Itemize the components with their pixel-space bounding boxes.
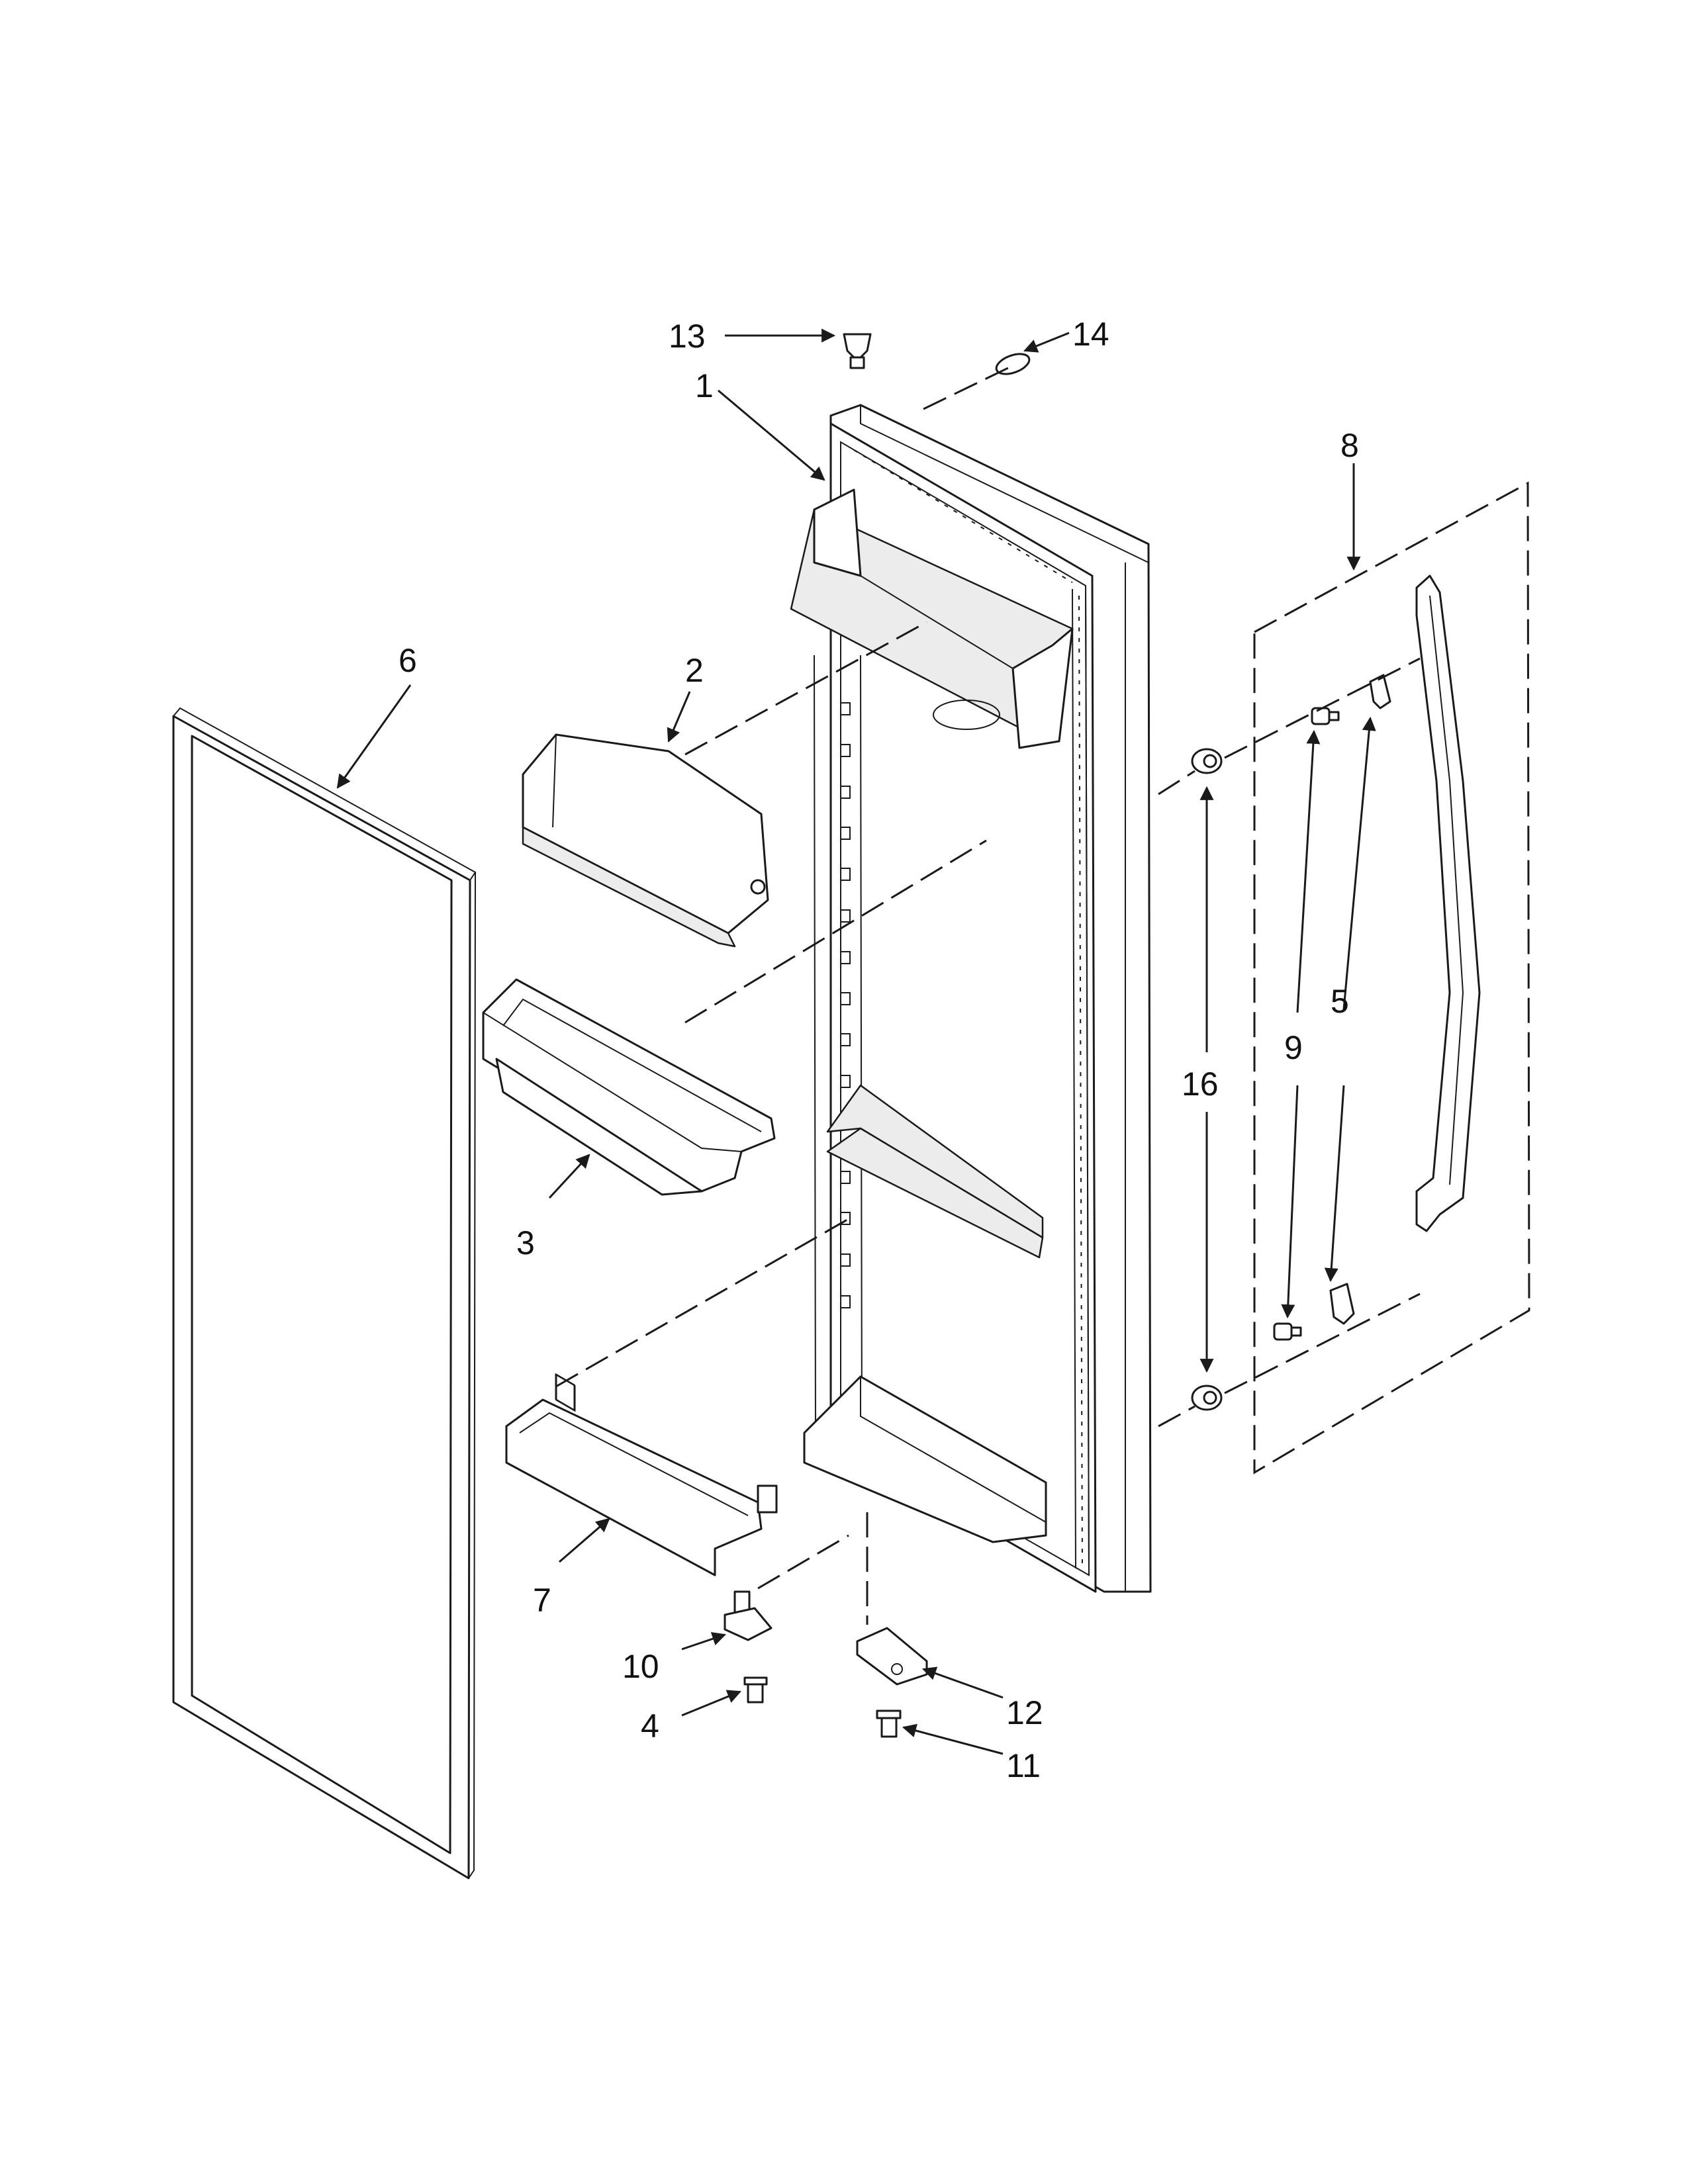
callout-9: 9	[1284, 1029, 1303, 1066]
handle-clip-bottom-part	[1329, 1283, 1355, 1325]
screw-4-part	[743, 1676, 768, 1704]
top-plug-part	[843, 333, 872, 369]
callout-16: 16	[1182, 1066, 1219, 1103]
callout-14: 14	[1072, 316, 1109, 353]
screw-11-part	[876, 1709, 902, 1738]
assembly-lines	[555, 366, 1421, 1625]
set-screw-bottom-part	[1273, 1322, 1302, 1341]
callout-7: 7	[533, 1582, 551, 1619]
callout-labels: 13 14 1 2 6 3 7 10 4 12 11 8 9 5 16	[399, 316, 1359, 1784]
handle-stud-bottom-part	[1191, 1385, 1223, 1411]
door-handle-part	[1415, 574, 1481, 1232]
callout-1: 1	[695, 367, 714, 404]
o-ring-part	[995, 353, 1031, 375]
set-screw-top-part	[1311, 707, 1340, 725]
hinge-pin-part	[724, 1590, 773, 1641]
handle-stud-top-part	[1191, 748, 1223, 774]
bottom-bin-part	[505, 1373, 778, 1576]
callout-13: 13	[669, 318, 706, 355]
callout-8: 8	[1340, 427, 1359, 464]
callout-11: 11	[1006, 1747, 1041, 1784]
dairy-door-part	[522, 733, 769, 948]
callout-5: 5	[1331, 983, 1349, 1020]
callout-6: 6	[399, 642, 417, 679]
callout-3: 3	[516, 1224, 535, 1261]
shelf-dimples	[840, 702, 851, 1308]
handle-clip-top-part	[1369, 674, 1391, 709]
lower-hinge-bracket-part	[856, 1627, 928, 1686]
door-bin-part	[482, 978, 776, 1196]
handle-kit-boundary	[1253, 481, 1530, 1475]
leader-arrows	[336, 328, 1376, 1755]
door-liner-part	[790, 404, 1152, 1593]
callout-2: 2	[685, 652, 704, 689]
callout-12: 12	[1006, 1694, 1043, 1731]
callout-10: 10	[622, 1648, 659, 1685]
door-gasket-part	[172, 707, 477, 1880]
callout-4: 4	[641, 1707, 659, 1745]
